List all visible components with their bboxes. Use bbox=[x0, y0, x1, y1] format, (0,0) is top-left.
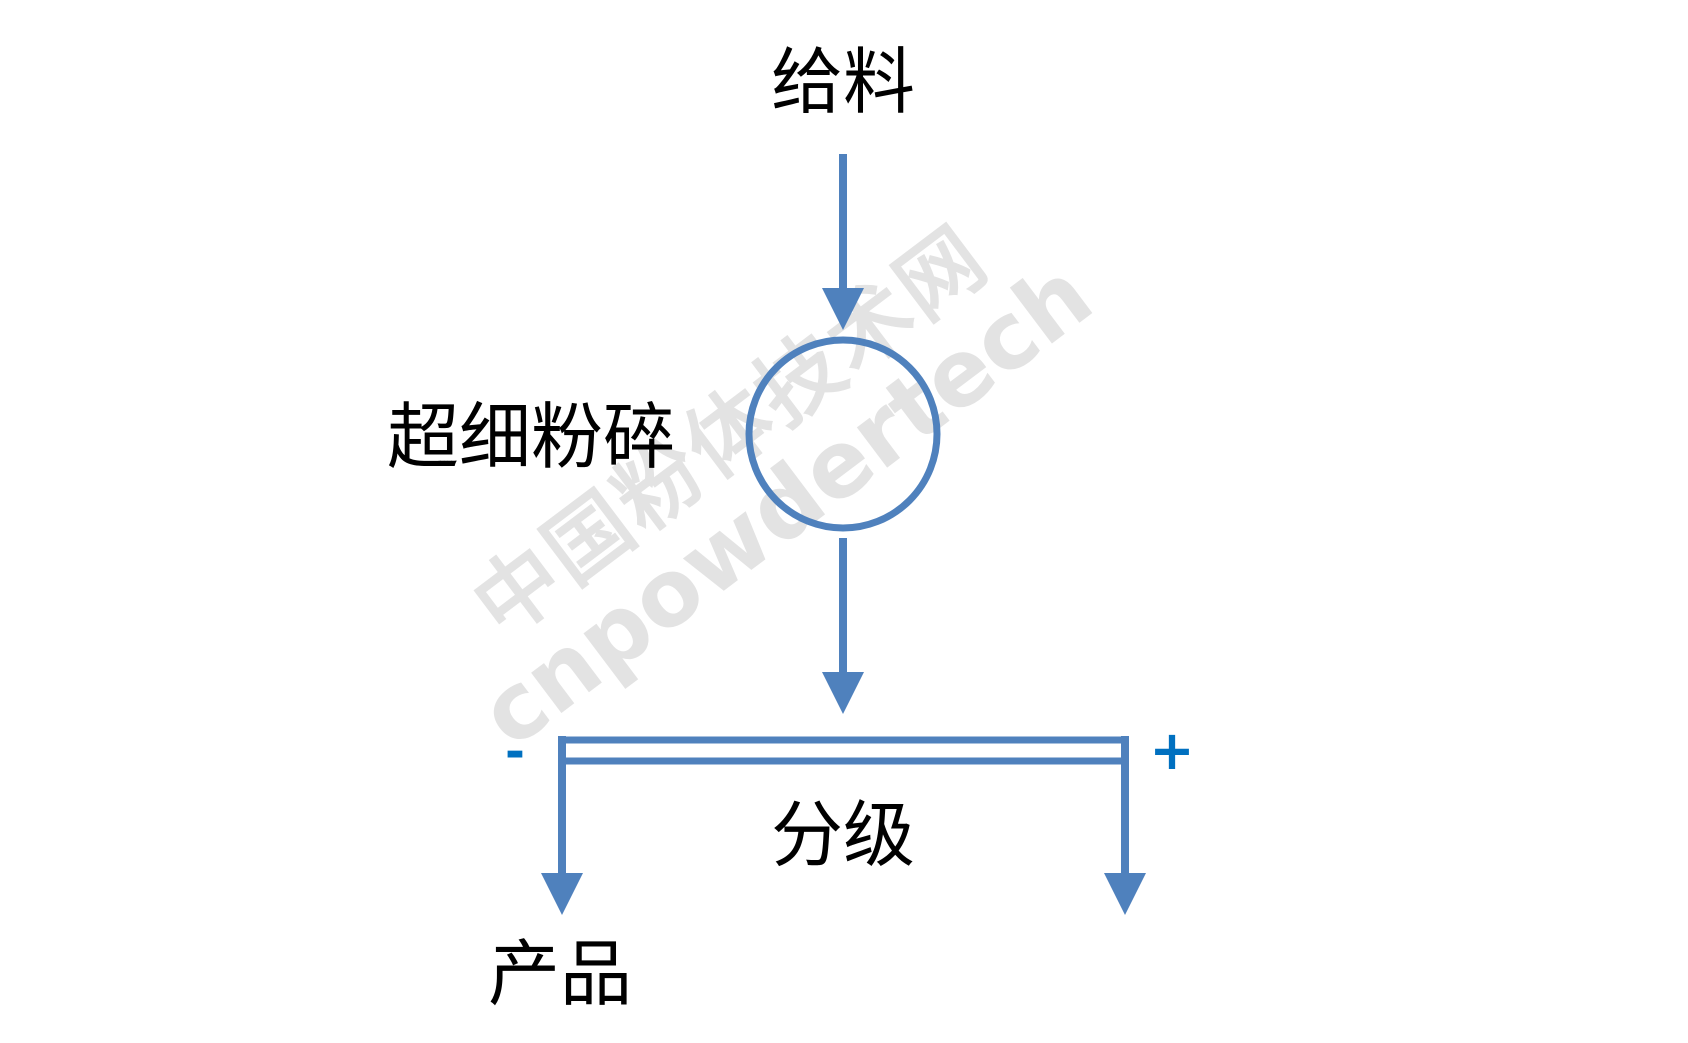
classification-label: 分级 bbox=[770, 793, 916, 877]
feed-arrow-head bbox=[822, 288, 864, 330]
coarse-arrow-head bbox=[1104, 873, 1146, 915]
grinding-circle bbox=[745, 336, 941, 532]
fine-minus-sign: - bbox=[505, 724, 525, 780]
coarse-plus-sign: + bbox=[1149, 719, 1195, 782]
grind-arrow-head bbox=[822, 672, 864, 714]
feed-label: 给料 bbox=[770, 40, 916, 124]
fine-arrow-head bbox=[541, 873, 583, 915]
classifier-bar bbox=[562, 736, 1125, 765]
grinding-label: 超细粉碎 bbox=[386, 395, 676, 479]
product-label: 产品 bbox=[487, 932, 633, 1016]
